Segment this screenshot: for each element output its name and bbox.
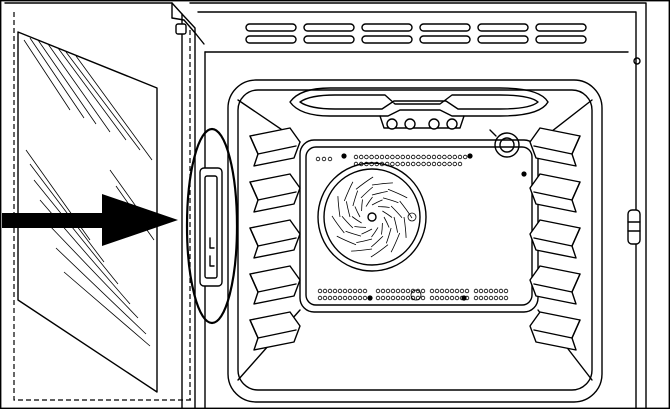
oven-door bbox=[4, 2, 205, 409]
top-vent-slots bbox=[245, 23, 587, 44]
arrow-right-icon bbox=[2, 194, 178, 246]
oven-cavity bbox=[227, 79, 603, 403]
shelf-rails-left bbox=[249, 127, 301, 351]
back-panel-vent-holes bbox=[315, 153, 527, 301]
glass-glare-lines bbox=[23, 37, 155, 347]
door-hinge-slot bbox=[199, 167, 223, 287]
door-glass-panel bbox=[17, 31, 158, 393]
callout-ellipse bbox=[185, 127, 239, 325]
convection-fan bbox=[317, 162, 427, 272]
shelf-rails-right bbox=[529, 127, 581, 351]
door-latch bbox=[627, 209, 641, 245]
oven-lamp bbox=[489, 129, 520, 158]
grill-heating-element bbox=[289, 87, 549, 130]
